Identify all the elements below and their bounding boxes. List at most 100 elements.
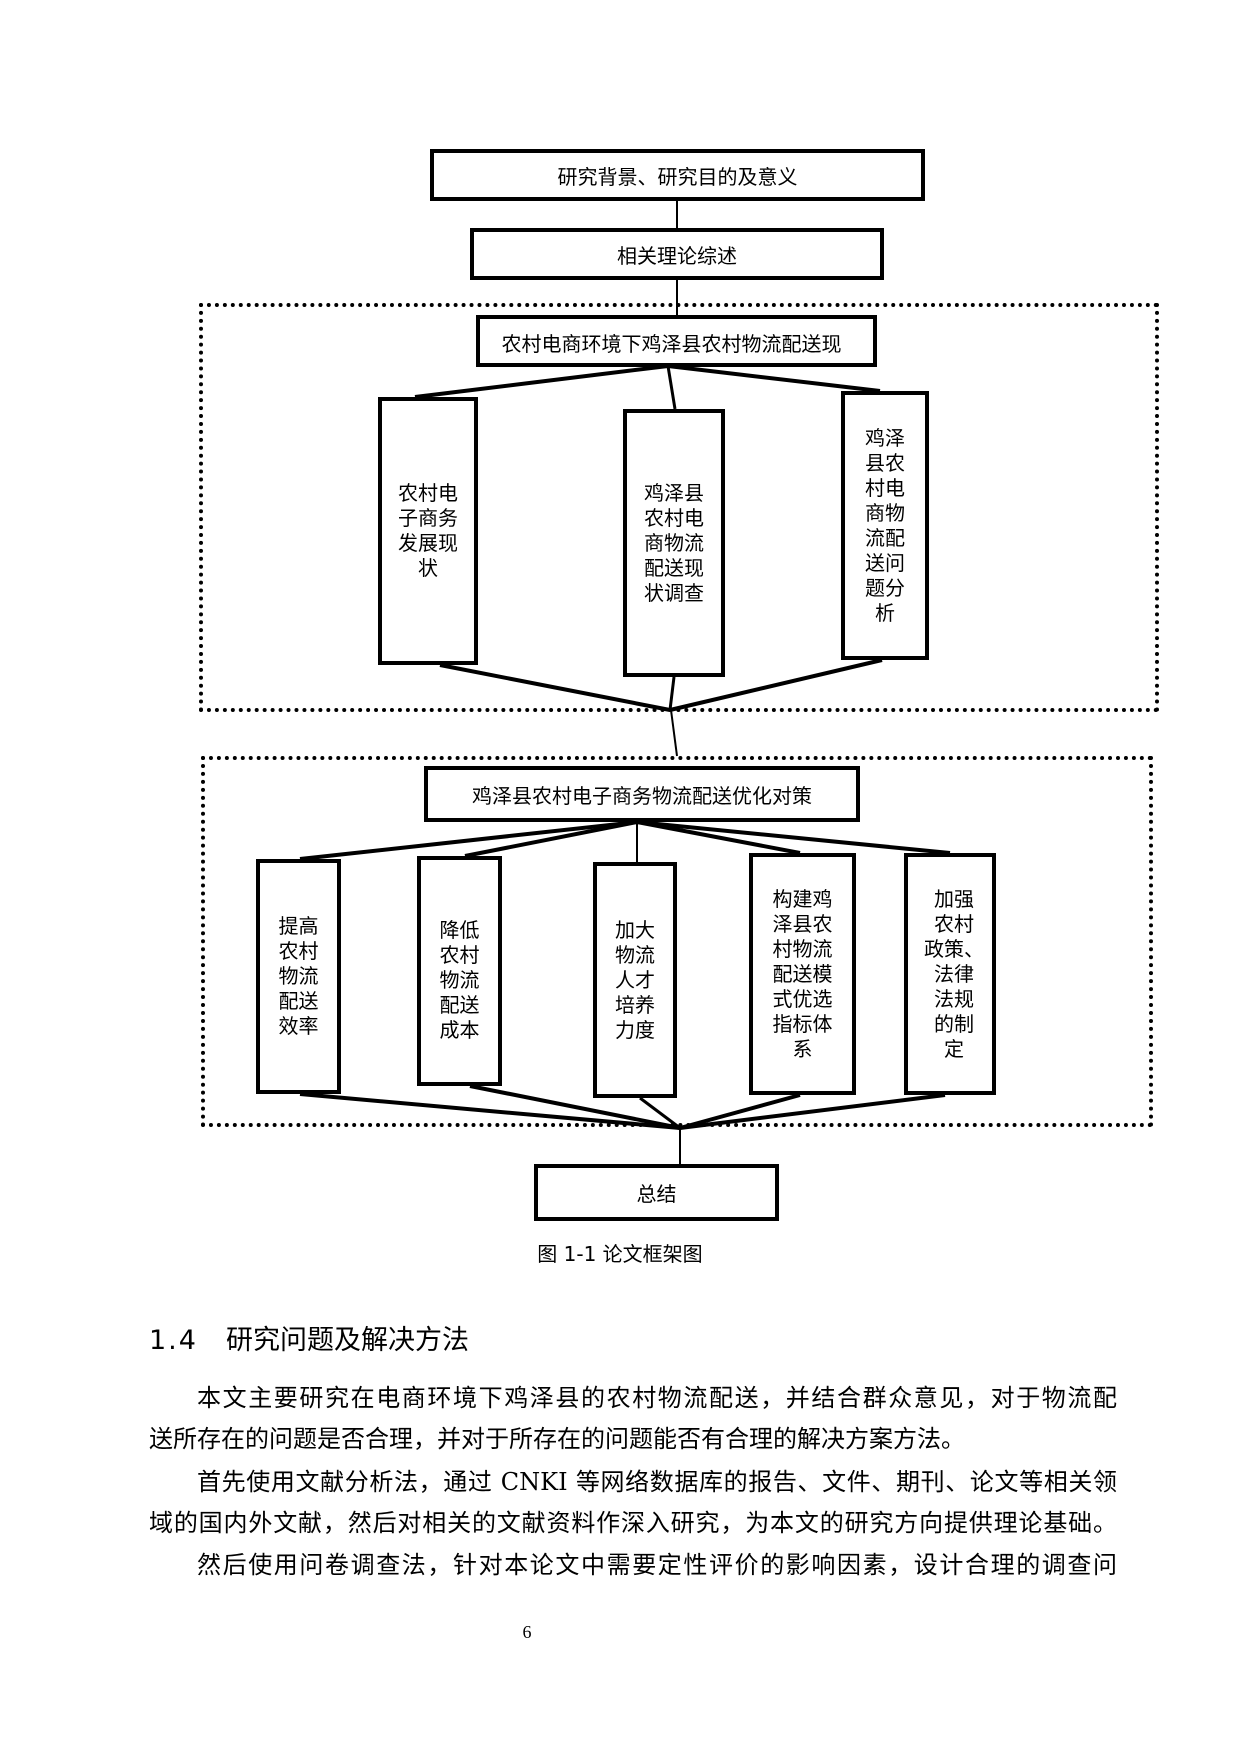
box-label-line: 农村 bbox=[934, 911, 974, 936]
analysis-group-frame bbox=[199, 303, 1159, 712]
box-label-line: 政策、 bbox=[924, 936, 984, 961]
box-label-line: 配送 bbox=[278, 989, 319, 1013]
box-label-line: 农村电 bbox=[398, 481, 458, 505]
connector bbox=[636, 820, 801, 855]
connector bbox=[469, 1084, 681, 1130]
box-label-line: 状调查 bbox=[644, 580, 704, 605]
analysis-item-box: 鸡泽县农村电商物流配送现状调查 bbox=[623, 409, 725, 677]
box-label-line: 定 bbox=[944, 1036, 964, 1061]
connector bbox=[679, 1093, 946, 1130]
box-label-line: 加强 bbox=[934, 886, 974, 911]
box-label-line: 发展现 bbox=[398, 531, 458, 555]
box-label-line: 子商务 bbox=[398, 506, 458, 530]
connector bbox=[670, 709, 678, 757]
box-label-line: 配送模 bbox=[772, 961, 833, 986]
box-label-line: 力度 bbox=[615, 1017, 655, 1042]
strategy-item-box: 加大物流人才培养力度 bbox=[593, 862, 677, 1098]
connector bbox=[439, 663, 671, 712]
paragraph-line: 送所存在的问题是否合理，并对于所存在的问题能否有合理的解决方案方法。 bbox=[149, 1425, 965, 1453]
box-label-line: 的制 bbox=[934, 1011, 974, 1036]
box-label: 相关理论综述 bbox=[617, 243, 737, 268]
section-title: 研究问题及解决方法 bbox=[225, 1325, 469, 1356]
box-label-line: 县农 bbox=[865, 450, 905, 475]
box-label: 农村电商环境下鸡泽县农村物流配送现状分析 bbox=[501, 332, 842, 363]
box-label-line: 成本 bbox=[439, 1018, 480, 1042]
box-label: 研究背景、研究目的及意义 bbox=[557, 164, 798, 189]
theory-review-box: 相关理论综述 bbox=[470, 228, 884, 280]
box-label-line: 物流 bbox=[278, 964, 319, 988]
connector bbox=[299, 1092, 681, 1130]
box-label: 加大物流人才培养力度 bbox=[615, 918, 655, 1043]
box-label-line: 泽县农 bbox=[772, 911, 833, 936]
box-label-line: 加大 bbox=[615, 917, 655, 942]
paragraph-line: 然后使用问卷调查法，针对本论文中需要定性评价的影响因素，设计合理的调查问 bbox=[197, 1551, 1117, 1579]
box-label-line: 村物流 bbox=[772, 936, 833, 961]
box-label: 提高农村物流配送效率 bbox=[279, 914, 319, 1039]
box-label: 农村电子商务发展现状 bbox=[398, 481, 458, 581]
strategy-item-box: 提高农村物流配送效率 bbox=[256, 859, 341, 1094]
box-label-line: 培养 bbox=[615, 992, 655, 1017]
connector bbox=[668, 676, 676, 711]
box-label-line: 配送 bbox=[439, 993, 480, 1017]
connector bbox=[464, 820, 638, 858]
box-label-line: 状 bbox=[418, 556, 438, 580]
box-label-line: 物流 bbox=[439, 968, 480, 992]
connector bbox=[414, 364, 669, 399]
box-label-line: 系 bbox=[792, 1036, 813, 1061]
paragraph-line: 首先使用文献分析法，通过 CNKI 等网络数据库的报告、文件、期刊、论文等相关领 bbox=[197, 1468, 1117, 1496]
strategy-group-frame bbox=[201, 756, 1153, 1127]
box-label-line: 降低 bbox=[439, 918, 480, 942]
box-label-line: 构建鸡 bbox=[772, 886, 833, 911]
connector bbox=[679, 1093, 801, 1130]
box-label-line: 物流 bbox=[615, 942, 655, 967]
box-label-line: 人才 bbox=[615, 967, 655, 992]
paragraph-line: 本文主要研究在电商环境下鸡泽县的农村物流配送，并结合群众意见，对于物流配 bbox=[197, 1384, 1117, 1412]
box-label-line: 法律 bbox=[934, 961, 974, 986]
strategy-box: 鸡泽县农村电子商务物流配送优化对策 bbox=[424, 766, 860, 822]
box-label-line: 题分 bbox=[865, 575, 905, 600]
box-label: 加强农村政策、法律法规的制定 bbox=[916, 887, 984, 1062]
paragraph-line: 域的国内外文献，然后对相关的文献资料作深入研究，为本文的研究方向提供理论基础。 bbox=[149, 1509, 1117, 1537]
connector bbox=[669, 658, 883, 712]
page-number: 6 bbox=[522, 1622, 532, 1642]
box-label-line: 析 bbox=[875, 600, 895, 625]
box-label-line: 法规 bbox=[934, 986, 974, 1011]
box-label: 鸡泽县农村电商物流配送问题分析 bbox=[865, 426, 905, 626]
box-label-line: 式优选 bbox=[772, 986, 833, 1011]
box-label: 降低农村物流配送成本 bbox=[440, 918, 480, 1043]
research-background-box: 研究背景、研究目的及意义 bbox=[430, 149, 925, 201]
connector bbox=[636, 820, 951, 855]
box-label-line: 农村 bbox=[439, 943, 480, 967]
box-label-line: 指标体 bbox=[772, 1011, 833, 1036]
box-label-line: 送问 bbox=[865, 550, 905, 575]
box-label-line: 鸡泽县 bbox=[644, 480, 704, 505]
connector bbox=[299, 820, 638, 861]
figure-caption: 图 1-1 论文框架图 bbox=[537, 1242, 703, 1266]
analysis-box: 农村电商环境下鸡泽县农村物流配送现状分析 bbox=[476, 315, 877, 367]
summary-box: 总结 bbox=[534, 1164, 779, 1221]
section-heading: 1.4 研究问题及解决方法 bbox=[149, 1318, 469, 1357]
box-label-line: 提高 bbox=[278, 914, 319, 938]
analysis-item-box: 农村电子商务发展现状 bbox=[378, 397, 478, 665]
box-label: 构建鸡泽县农村物流配送模式优选指标体系 bbox=[773, 887, 833, 1062]
analysis-item-box: 鸡泽县农村电商物流配送问题分析 bbox=[841, 391, 929, 660]
strategy-item-box: 构建鸡泽县农村物流配送模式优选指标体系 bbox=[749, 853, 856, 1095]
box-label-line: 农村 bbox=[278, 939, 319, 963]
box-label: 总结 bbox=[636, 1182, 677, 1206]
box-label: 鸡泽县农村电子商务物流配送优化对策 bbox=[472, 783, 812, 808]
box-label-line: 配送现 bbox=[644, 555, 704, 580]
box-label-line: 商物流 bbox=[644, 530, 704, 555]
box-label-line: 村电 bbox=[865, 475, 905, 500]
connector bbox=[666, 365, 677, 410]
strategy-item-box: 降低农村物流配送成本 bbox=[417, 856, 502, 1086]
strategy-item-box: 加强农村政策、法律法规的制定 bbox=[904, 853, 996, 1095]
connector bbox=[667, 364, 881, 393]
section-number: 1.4 bbox=[149, 1325, 198, 1356]
box-label-line: 商物 bbox=[865, 500, 905, 525]
box-label-line: 效率 bbox=[278, 1014, 319, 1038]
box-label-line: 流配 bbox=[865, 525, 905, 550]
box-label-line: 鸡泽 bbox=[865, 425, 905, 450]
box-label: 鸡泽县农村电商物流配送现状调查 bbox=[644, 481, 704, 606]
box-label-line: 农村电 bbox=[644, 505, 704, 530]
